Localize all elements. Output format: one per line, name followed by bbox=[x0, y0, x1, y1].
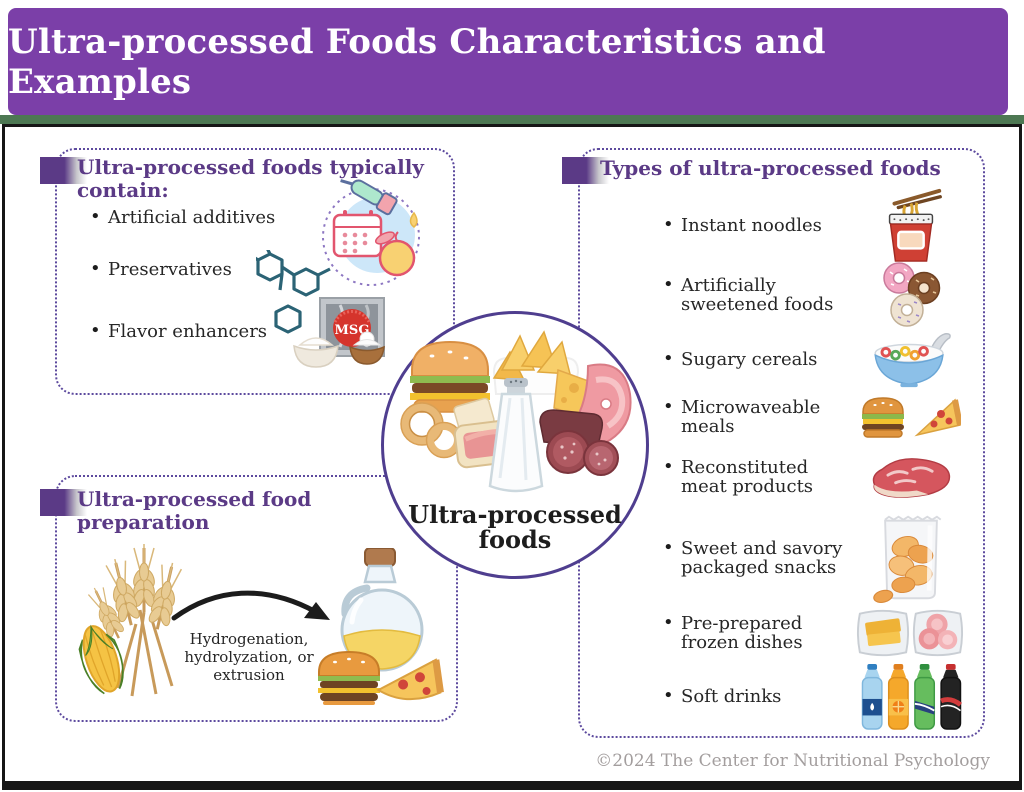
heading-marker bbox=[562, 157, 609, 184]
additives-icon bbox=[322, 179, 420, 286]
center-circle-label: Ultra-processed foods bbox=[408, 500, 622, 555]
heading-marker bbox=[40, 157, 87, 184]
type-row: Reconstituted meat products bbox=[663, 450, 965, 504]
meat-icon bbox=[872, 458, 951, 498]
page-title: Ultra-processed Foods Characteristics an… bbox=[8, 21, 826, 102]
donuts-icon bbox=[883, 262, 941, 327]
list-item: Preservatives bbox=[90, 259, 232, 279]
type-row: Sugary cereals bbox=[663, 330, 965, 390]
contain-box-heading: Ultra-processed foods typically contain: bbox=[77, 155, 424, 202]
soft-drinks-icon bbox=[861, 664, 962, 730]
cereal-bowl-icon bbox=[874, 333, 951, 388]
type-label: Sweet and savory packaged snacks bbox=[663, 538, 857, 577]
preparation-box bbox=[55, 475, 458, 722]
type-row: Microwaveable meals bbox=[663, 394, 965, 440]
preparation-box-heading: Ultra-processed food preparation bbox=[77, 487, 312, 534]
type-label: Pre-prepared frozen dishes bbox=[663, 613, 855, 652]
type-label: Reconstituted meat products bbox=[663, 457, 857, 496]
list-item: Artificial additives bbox=[90, 207, 275, 227]
frozen-dishes-icon bbox=[856, 609, 964, 657]
chips-bag-icon bbox=[873, 515, 942, 603]
list-item: Flavor enhancers bbox=[90, 321, 267, 341]
process-arrow-icon bbox=[171, 590, 330, 621]
heading-marker bbox=[40, 489, 87, 516]
type-row: Artificially sweetened foods bbox=[663, 256, 965, 334]
green-divider bbox=[0, 115, 1024, 124]
type-label: Soft drinks bbox=[663, 686, 857, 706]
msg-packet-icon: MSG bbox=[293, 297, 385, 368]
type-label: Sugary cereals bbox=[663, 349, 857, 369]
type-row: Pre-prepared frozen dishes bbox=[663, 606, 965, 660]
type-label: Instant noodles bbox=[663, 215, 857, 235]
contain-box bbox=[55, 148, 455, 395]
msg-label: MSG bbox=[335, 323, 370, 338]
burger-pizza-icon bbox=[861, 397, 961, 438]
molecule-icon bbox=[256, 250, 331, 334]
corn-wheat-icon bbox=[78, 542, 187, 697]
type-row: Instant noodles bbox=[663, 188, 965, 264]
type-row: Sweet and savory packaged snacks bbox=[663, 512, 965, 604]
type-row: Soft drinks bbox=[663, 664, 965, 730]
copyright-notice: ©2024 The Center for Nutritional Psychol… bbox=[595, 751, 990, 771]
process-label: Hydrogenation, hydrolyzation, or extrusi… bbox=[184, 630, 314, 684]
header-banner: Ultra-processed Foods Characteristics an… bbox=[8, 8, 1008, 115]
types-box-heading: Types of ultra-processed foods bbox=[600, 156, 941, 180]
type-label: Microwaveable meals bbox=[663, 397, 857, 436]
ultra-processed-foods-icon bbox=[400, 330, 632, 493]
type-label: Artificially sweetened foods bbox=[663, 275, 857, 314]
cup-noodles-icon bbox=[888, 188, 942, 262]
oil-burger-pizza-icon bbox=[318, 548, 444, 705]
